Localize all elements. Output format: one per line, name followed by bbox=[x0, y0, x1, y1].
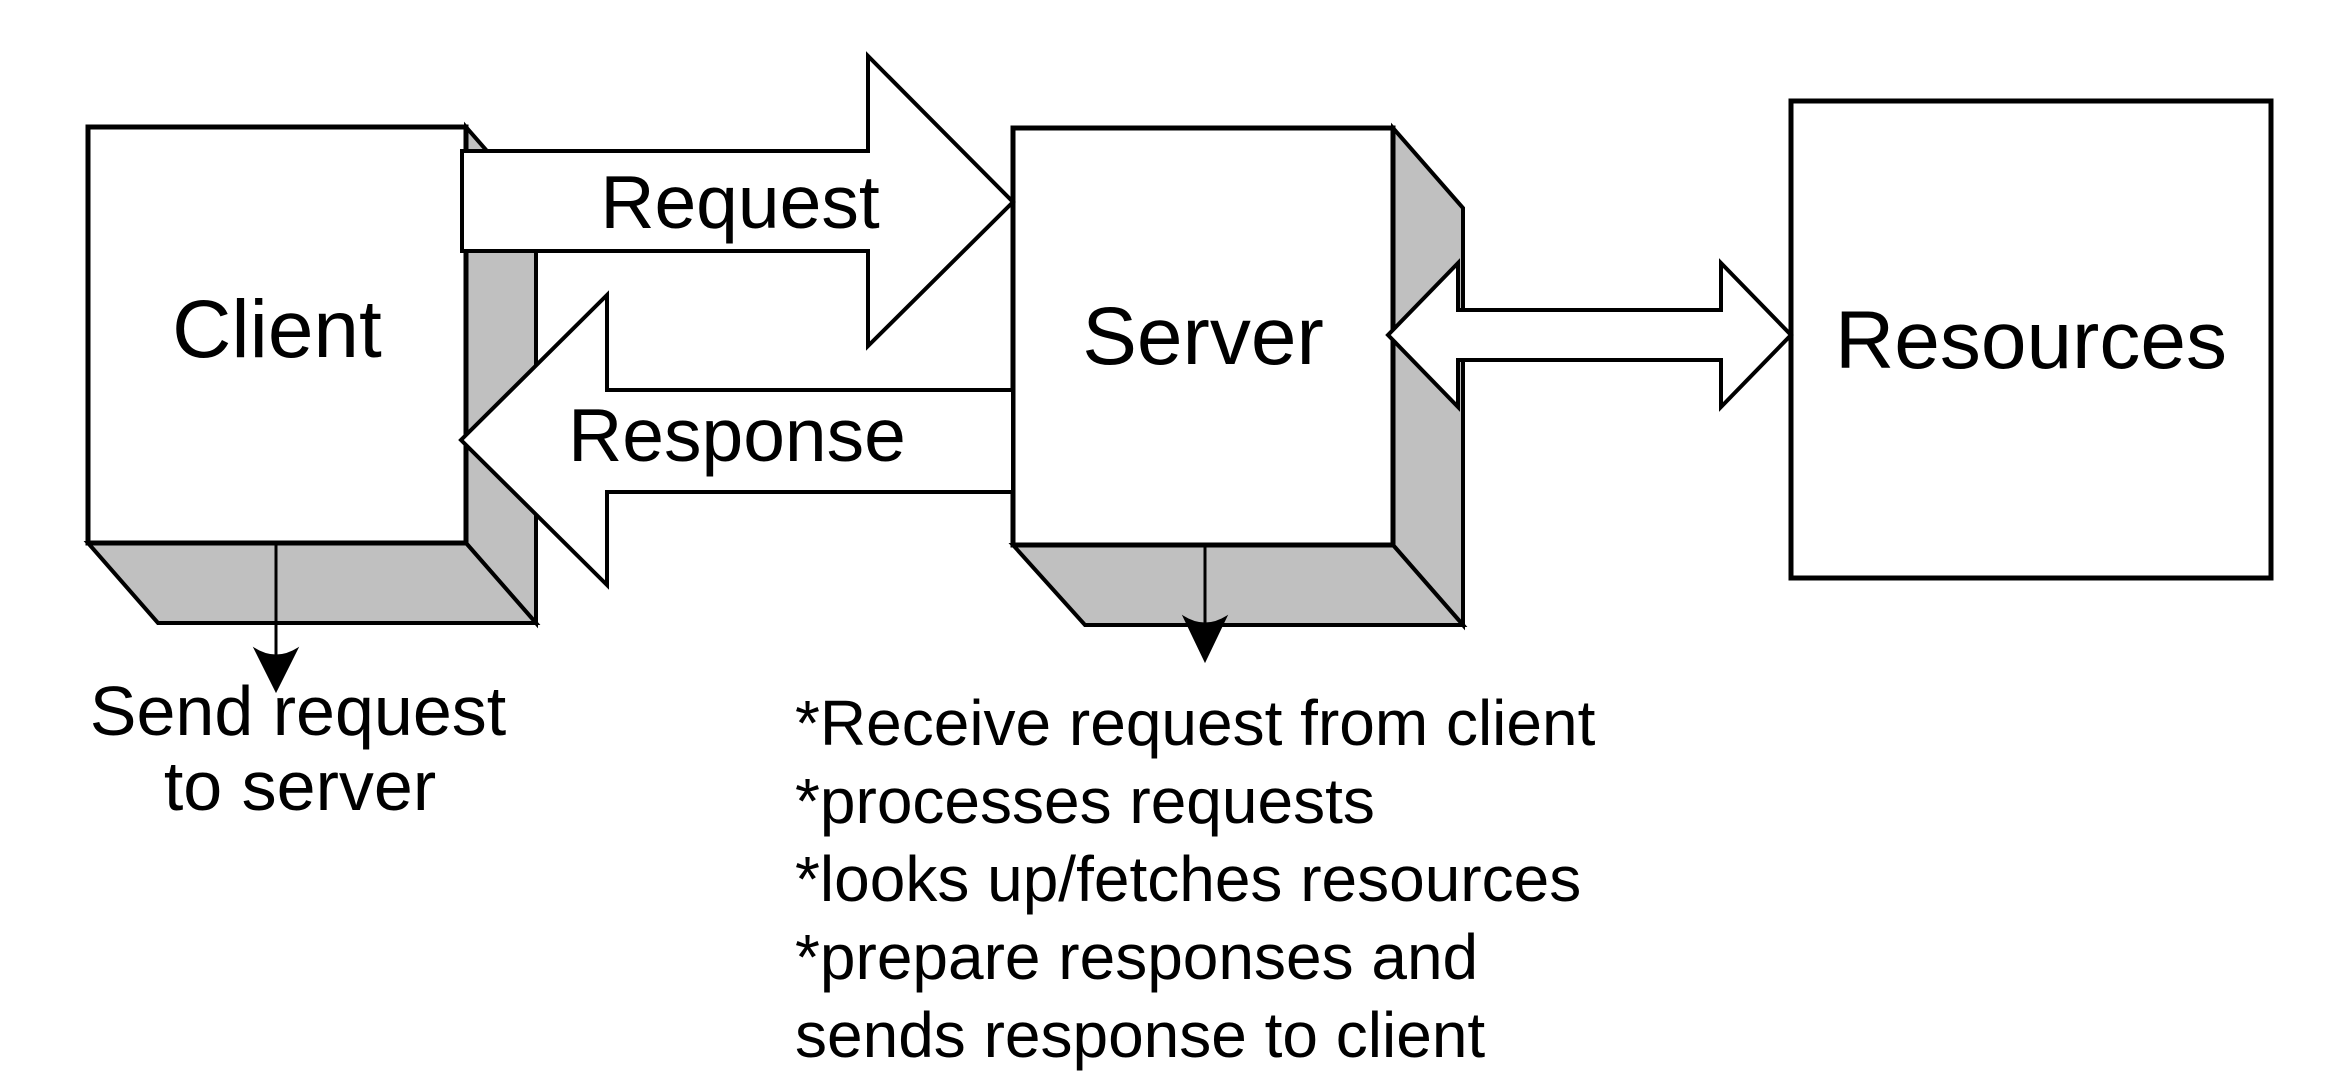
server-note-line: sends response to client bbox=[795, 999, 1485, 1071]
resources-label: Resources bbox=[1835, 295, 2227, 386]
server-note-line: *processes requests bbox=[795, 765, 1375, 837]
server-box-bottom-panel bbox=[1008, 543, 1468, 627]
client-down-arrowhead-icon bbox=[252, 646, 300, 694]
client-annotation-connector bbox=[252, 543, 300, 694]
resources-node bbox=[1788, 98, 2274, 581]
server-note-line: *looks up/fetches resources bbox=[795, 843, 1581, 915]
request-arrow bbox=[460, 51, 1016, 351]
client-label: Client bbox=[172, 284, 382, 375]
response-arrow-label: Response bbox=[568, 393, 906, 477]
server-label: Server bbox=[1082, 291, 1324, 382]
server-resources-arrow bbox=[1385, 258, 1794, 412]
client-box-front bbox=[85, 124, 469, 546]
client-box-bottom-panel bbox=[83, 541, 541, 625]
request-arrow-label: Request bbox=[600, 160, 880, 244]
server-annotation-connector bbox=[1181, 545, 1229, 664]
client-node bbox=[83, 121, 541, 629]
server-down-arrowhead-icon bbox=[1181, 614, 1229, 664]
server-note-line: *prepare responses and bbox=[795, 921, 1478, 993]
server-box-front bbox=[1010, 125, 1396, 548]
resources-box bbox=[1788, 98, 2274, 581]
client-note-line-1: Send request bbox=[90, 672, 506, 750]
server-node bbox=[1008, 122, 1468, 631]
server-note-line: *Receive request from client bbox=[795, 687, 1596, 759]
client-note-line-2: to server bbox=[164, 747, 436, 825]
response-arrow bbox=[458, 290, 1015, 590]
